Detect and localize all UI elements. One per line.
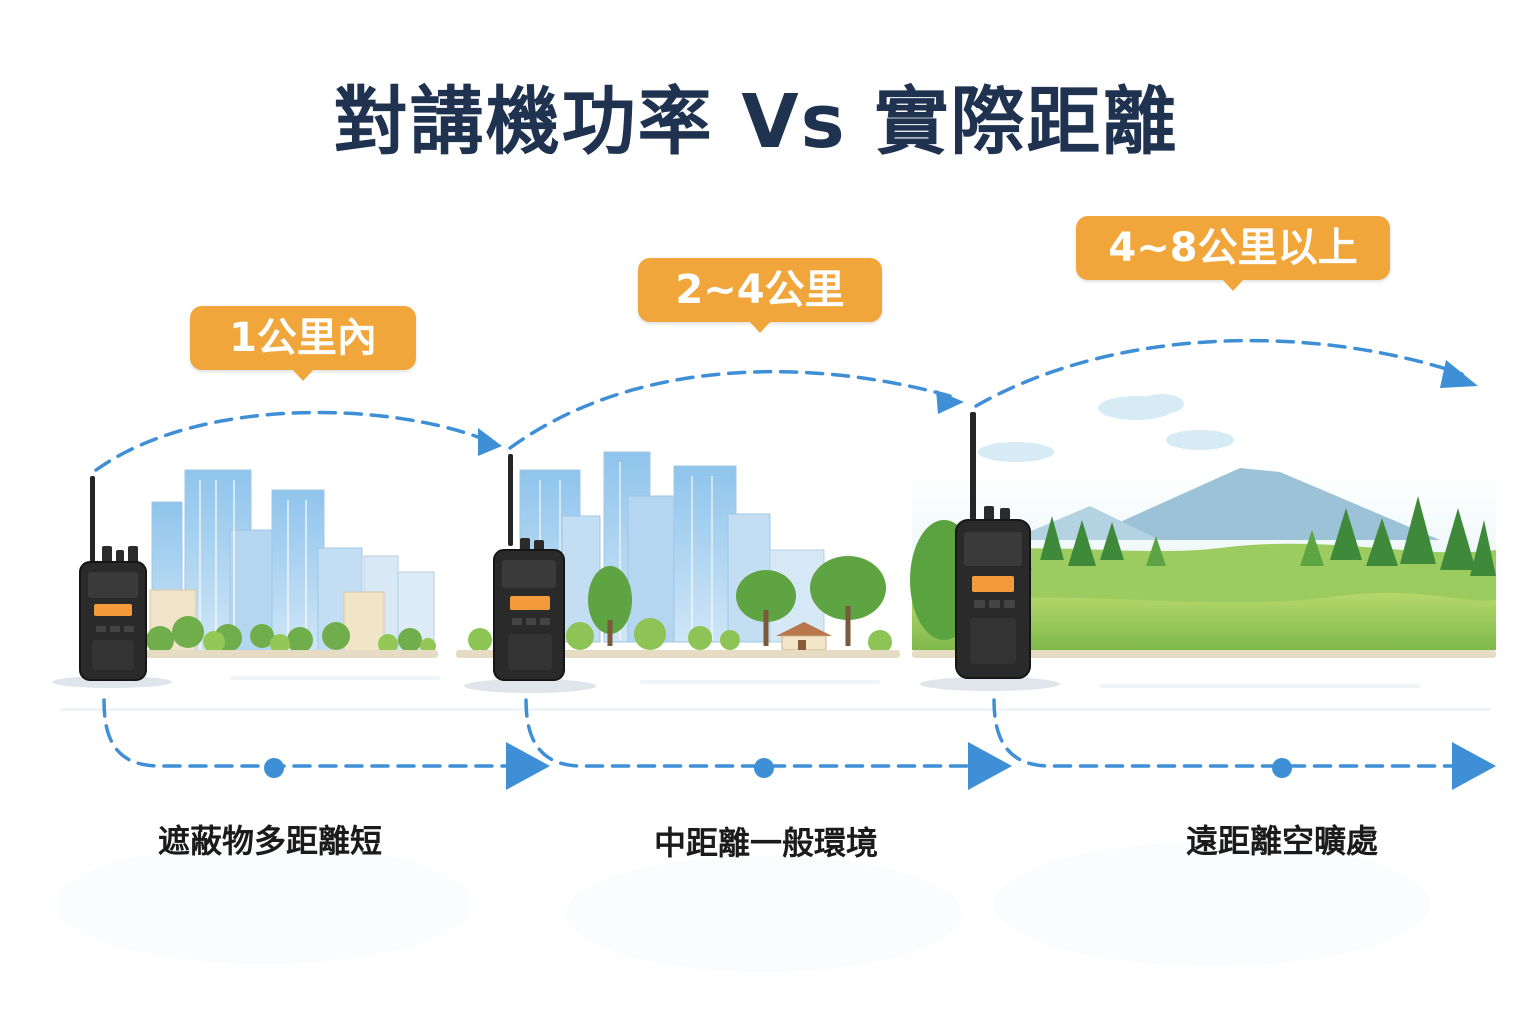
- range-badge-1: 1公里內: [190, 306, 416, 381]
- suburb-scene: [456, 451, 900, 658]
- distance-path-1: [102, 698, 522, 768]
- city-scene: [140, 469, 438, 658]
- background-blobs: [56, 842, 1430, 972]
- path-marker-dot: [264, 758, 284, 778]
- distance-path-3: [992, 698, 1468, 768]
- walkie-talkie-icon: [920, 412, 1060, 691]
- dashed-arrow-icon: [968, 742, 1012, 790]
- zone-description-2: 中距離一般環境: [653, 824, 878, 862]
- range-badge-3: 4~8公里以上: [1076, 216, 1390, 291]
- path-marker-dot: [754, 758, 774, 778]
- zone-description-1: 遮蔽物多距離短: [157, 822, 382, 860]
- distance-path-2: [524, 698, 984, 768]
- walkie-talkie-icon: [464, 454, 596, 693]
- dashed-arrow-icon: [1452, 742, 1496, 790]
- ground-shadows: [60, 676, 1490, 711]
- range-arc-2: [508, 369, 952, 450]
- zone-description-3: 遠距離空曠處: [1185, 822, 1378, 860]
- dashed-arrow-icon: [506, 742, 550, 790]
- range-badge-2: 2~4公里: [638, 258, 882, 333]
- range-arc-3: [974, 338, 1464, 408]
- path-marker-dot: [1272, 758, 1292, 778]
- dashed-arrow-icon: [1440, 360, 1478, 388]
- range-arc-1: [94, 410, 488, 472]
- page-title: 對講機功率 Vs 實際距離: [333, 79, 1179, 165]
- walkie-talkie-icon: [52, 476, 172, 688]
- dashed-arrow-icon: [478, 428, 502, 456]
- dashed-arrow-icon: [936, 390, 964, 414]
